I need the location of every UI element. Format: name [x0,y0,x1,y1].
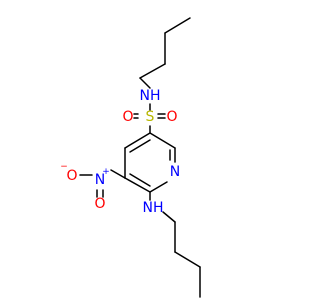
molecule-canvas: NH S O O N N + O − O NH [0,0,300,300]
background [0,0,300,300]
ring-bond-c6-c5 [124,177,151,193]
nitro-o-minus-label: O [66,168,77,184]
ring-bond-n1-c6 [149,181,168,193]
structure-diagram: NH S O O N N + O − O NH [0,0,300,300]
bond-nh-c1 [162,211,176,223]
bond-butyl1-c4-c3 [164,17,191,34]
bond-butyl1-c2-c1 [139,63,166,79]
ring-bond-c4-c3 [124,132,151,149]
nitro-minus-charge: − [60,162,68,172]
ring-bond-c3-c2 [149,132,176,149]
sulfonamide-nh-label: NH [140,88,161,104]
amino-nh-label: NH [143,200,164,216]
ring-bond-c4-c3-inner [129,139,151,153]
ring-n-label: N [170,164,180,180]
bond-butyl1-c1-nh [139,77,151,89]
sulfur-label: S [146,109,155,125]
ring-bond-c6-c5-inner [129,173,151,187]
bond-butyl2-c2-c3 [174,251,201,268]
sulfonyl-o-left-label: O [122,109,133,125]
nitro-plus-charge: + [102,167,110,177]
sulfonyl-o-right-label: O [166,109,177,125]
nitro-o-double-label: O [94,196,105,212]
nitro-n-label: N [95,172,105,188]
bond-ring-nitro [110,169,126,179]
